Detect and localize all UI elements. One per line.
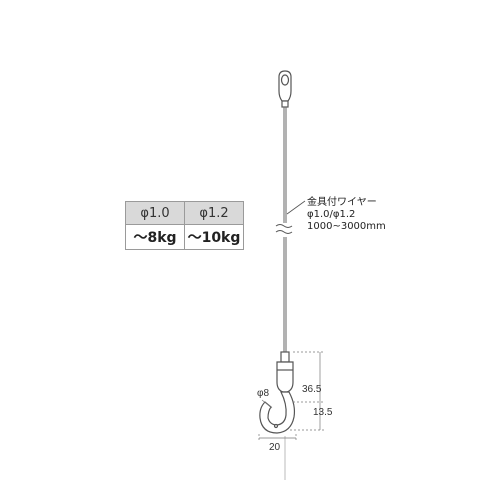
wire (283, 107, 287, 352)
dimension-total-height: 36.5 (302, 384, 322, 395)
capacity-table-header-row: φ1.0 φ1.2 (125, 201, 244, 225)
label-leader-line (286, 200, 306, 215)
header-diameter-1-0: φ1.0 (125, 201, 185, 225)
hook-fitting (259, 351, 296, 434)
eyelet-terminal (278, 70, 292, 108)
wire-break-symbol (275, 224, 293, 234)
dimension-lines (258, 351, 324, 442)
capacity-table-value-row: ～8kg ～10kg (125, 224, 244, 250)
dimension-hook-width: 20 (269, 442, 281, 453)
capacity-value-1-2: ～10kg (184, 224, 244, 250)
dimension-hook-diameter: φ8 (257, 388, 270, 399)
capacity-table: φ1.0 φ1.2 ～8kg ～10kg (125, 201, 244, 250)
header-diameter-1-2: φ1.2 (184, 201, 244, 225)
dimension-hook-height: 13.5 (313, 407, 333, 418)
wire-label-diameter: φ1.0/φ1.2 (307, 209, 356, 220)
wire-label-name: 金具付ワイヤー (307, 197, 377, 208)
wire-label-length: 1000~3000mm (307, 221, 386, 232)
capacity-value-1-0: ～8kg (125, 224, 185, 250)
